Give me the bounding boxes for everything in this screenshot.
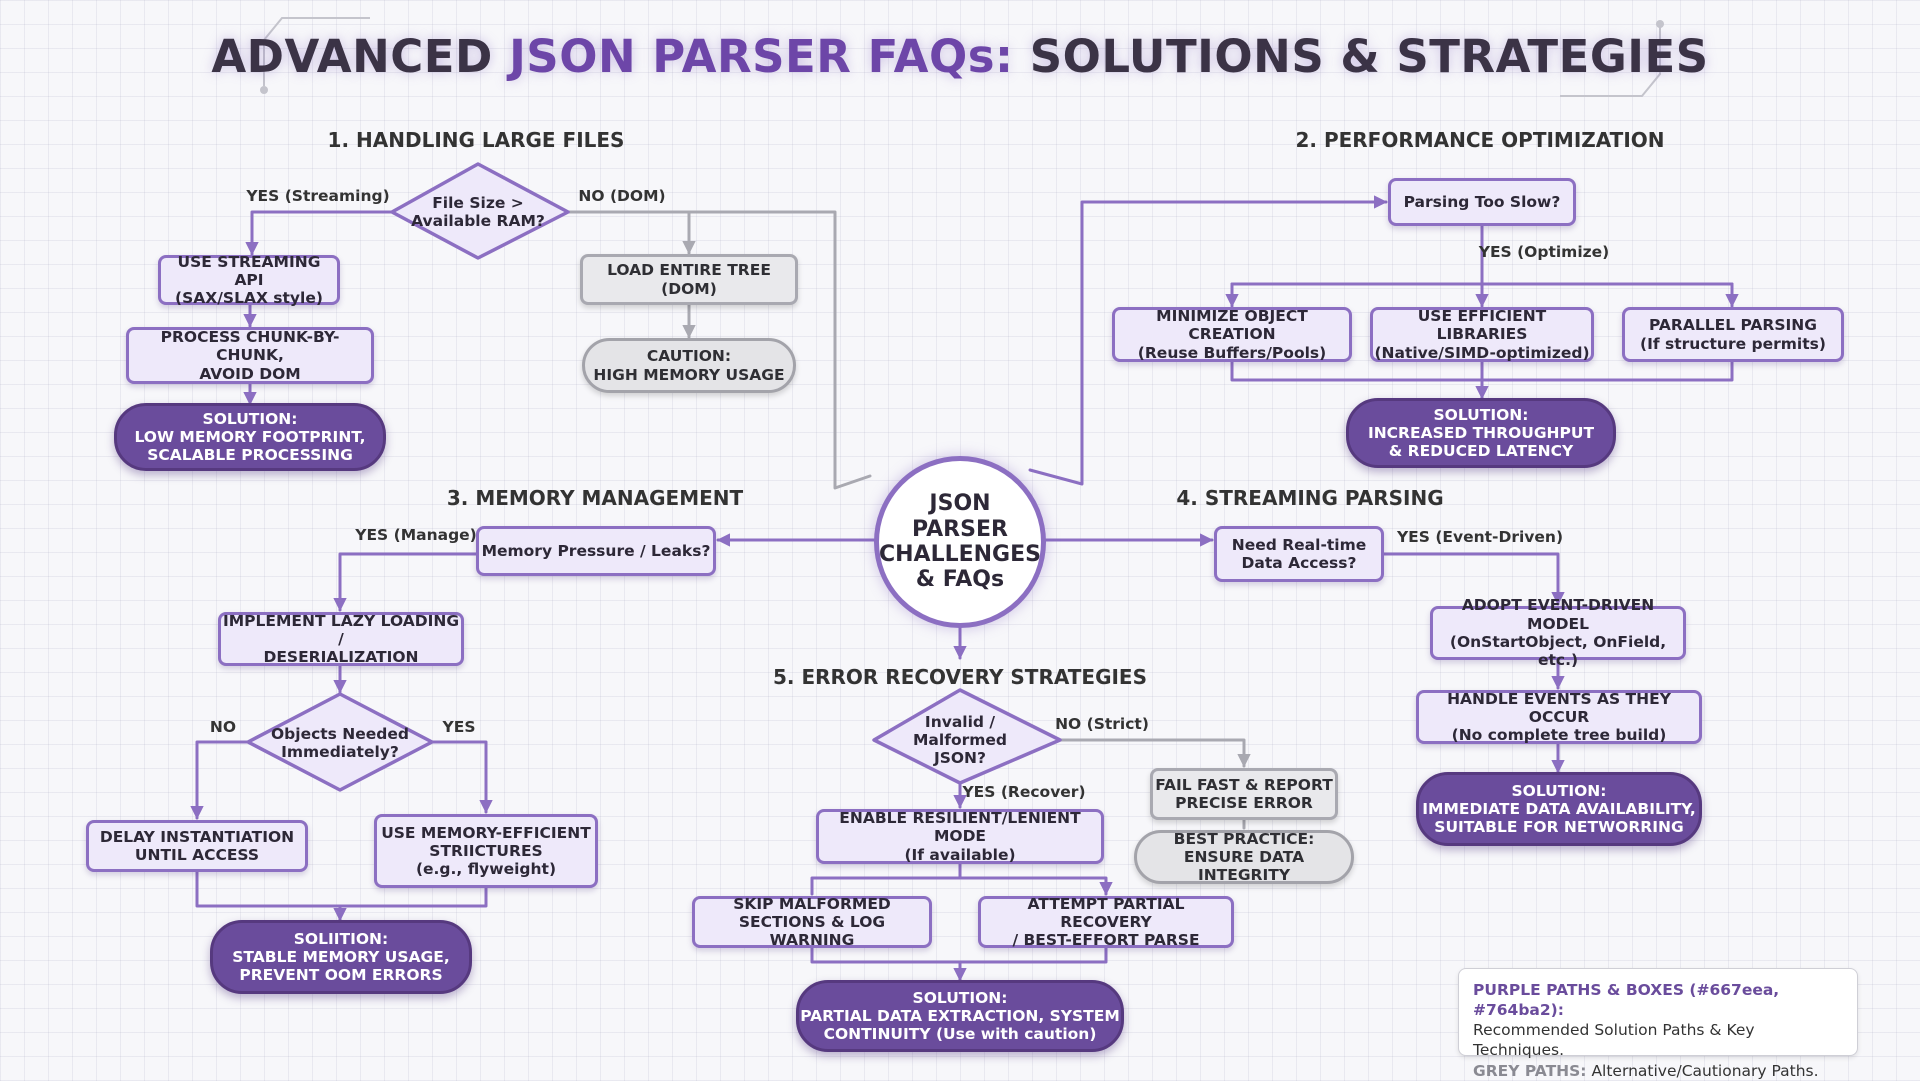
link-s4-yes [1382,552,1565,606]
box-parsing-too-slow[interactable]: Parsing Too Slow? [1388,178,1576,226]
link-s5-merge [810,946,1108,980]
solution-partial-data[interactable]: SOLUTION: PARTIAL DATA EXTRACTION, SYSTE… [796,980,1124,1052]
label-yes-recover: YES (Recover) [962,783,1086,801]
label-yes-optimize: YES (Optimize) [1478,243,1610,261]
link-s5-no [1058,738,1251,768]
solution-stable-memory[interactable]: SOLIITION: STABLE MEMORY USAGE, PREVENT … [210,920,472,994]
box-load-entire-tree[interactable]: LOAD ENTIRE TREE (DOM) [580,254,798,305]
link-s3-yes [333,552,478,612]
label-no-strict: NO (Strict) [1055,715,1149,733]
label-yes-streaming: YES (Streaming) [246,187,390,205]
section-title-error-recovery: 5. ERROR RECOVERY STRATEGIES [772,665,1148,689]
link-center-s2 [1028,195,1388,486]
section-title-streaming: 4. STREAMING PARSING [1176,486,1444,510]
section-title-large-files: 1. HANDLING LARGE FILES [327,128,625,152]
legend-purple-title: PURPLE PATHS & BOXES (#667eea, #764ba2): [1473,981,1780,1020]
box-process-chunk[interactable]: PROCESS CHUNK-BY-CHUNK, AVOID DOM [126,327,374,384]
link-center-s1 [687,210,872,490]
box-best-practice[interactable]: BEST PRACTICE: ENSURE DATA INTEGRITY [1134,830,1354,884]
label-no: NO [209,718,237,736]
box-lazy-loading[interactable]: IMPLEMENT LAZY LOADING / DESERIALIZATION [218,612,464,666]
center-hub[interactable]: JSON PARSER CHALLENGES & FAQs [874,456,1046,628]
label-yes-event-driven: YES (Event-Driven) [1396,528,1564,546]
legend-grey-title: GREY PATHS: [1473,1061,1587,1080]
label-yes-manage: YES (Manage) [355,526,477,544]
box-adopt-event-driven[interactable]: ADOPT EVENT-DRIVEN MODEL (OnStartObject,… [1430,596,1686,669]
link-s1-no [566,210,696,255]
link-s3-yes2 [430,740,493,814]
decision-invalid-json-text: Invalid / Malformed JSON? [913,712,1007,768]
link-s2-merge [1230,360,1734,398]
box-handle-events[interactable]: HANDLE EVENTS AS THEY OCCUR (No complete… [1416,690,1702,744]
box-parallel-parsing[interactable]: PARALLEL PARSING (If structure permits) [1622,307,1844,362]
box-minimize-object-creation[interactable]: MINIMIZE OBJECT CREATION (Reuse Buffers/… [1112,307,1352,362]
section-title-memory: 3. MEMORY MANAGEMENT [446,486,744,510]
title-bracket [260,17,1664,97]
box-memory-pressure[interactable]: Memory Pressure / Leaks? [476,526,716,576]
link-s3-no [190,740,250,820]
connector-lines [190,195,1739,980]
box-caution-high-memory[interactable]: CAUTION: HIGH MEMORY USAGE [582,338,796,393]
box-efficient-libraries[interactable]: USE EFFICIENT LIBRARIES (Native/SIMD-opt… [1370,307,1594,362]
diamond-file-size [390,162,570,260]
box-memory-efficient-structures[interactable]: USE MEMORY-EFFICIENT STRIICTURES (e.g., … [374,814,598,888]
solution-low-memory[interactable]: SOLUTION: LOW MEMORY FOOTPRINT, SCALABLE… [114,403,386,471]
decision-objects-needed-text: Objects Needed Immediately? [270,724,410,761]
legend-purple-desc: Recommended Solution Paths & Key Techniq… [1473,1021,1755,1060]
label-no-dom: NO (DOM) [578,187,666,205]
box-need-realtime[interactable]: Need Real-time Data Access? [1214,526,1384,582]
page-title: ADVANCED JSON PARSER FAQs: SOLUTIONS & S… [211,30,1709,83]
section-title-performance: 2. PERFORMANCE OPTIMIZATION [1295,128,1665,152]
solution-immediate-data[interactable]: SOLUTION: IMMEDIATE DATA AVAILABILITY, S… [1416,772,1702,846]
diamond-objects-needed [246,692,434,792]
label-yes: YES [442,718,476,736]
link-s5-fan [810,862,1106,894]
box-delay-instantiation[interactable]: DELAY INSTANTIATION UNTIL ACCESS [86,820,308,872]
box-use-streaming-api[interactable]: USE STREAMING API (SAX/SLAX style) [158,253,340,307]
box-skip-malformed[interactable]: SKIP MALFORMED SECTIONS & LOG WARNING [692,895,932,949]
solution-increased-throughput[interactable]: SOLUTION: INCREASED THROUGHPUT & REDUCED… [1346,398,1616,468]
legend: PURPLE PATHS & BOXES (#667eea, #764ba2):… [1458,968,1858,1080]
link-s1-yes [245,210,394,256]
diamond-invalid-json [872,688,1062,785]
decision-file-size-text: File Size > Available RAM? [411,193,545,230]
decision-shapes [246,162,1062,792]
legend-grey-desc: Alternative/Cautionary Paths. [1586,1061,1819,1080]
box-partial-recovery[interactable]: ATTEMPT PARTIAL RECOVERY / BEST-EFFORT P… [978,895,1234,949]
box-resilient-mode[interactable]: ENABLE RESILIENT/LENIENT MODE (If availa… [816,809,1104,864]
link-s3-merge [195,870,488,920]
box-fail-fast[interactable]: FAIL FAST & REPORT PRECISE ERROR [1150,768,1338,820]
